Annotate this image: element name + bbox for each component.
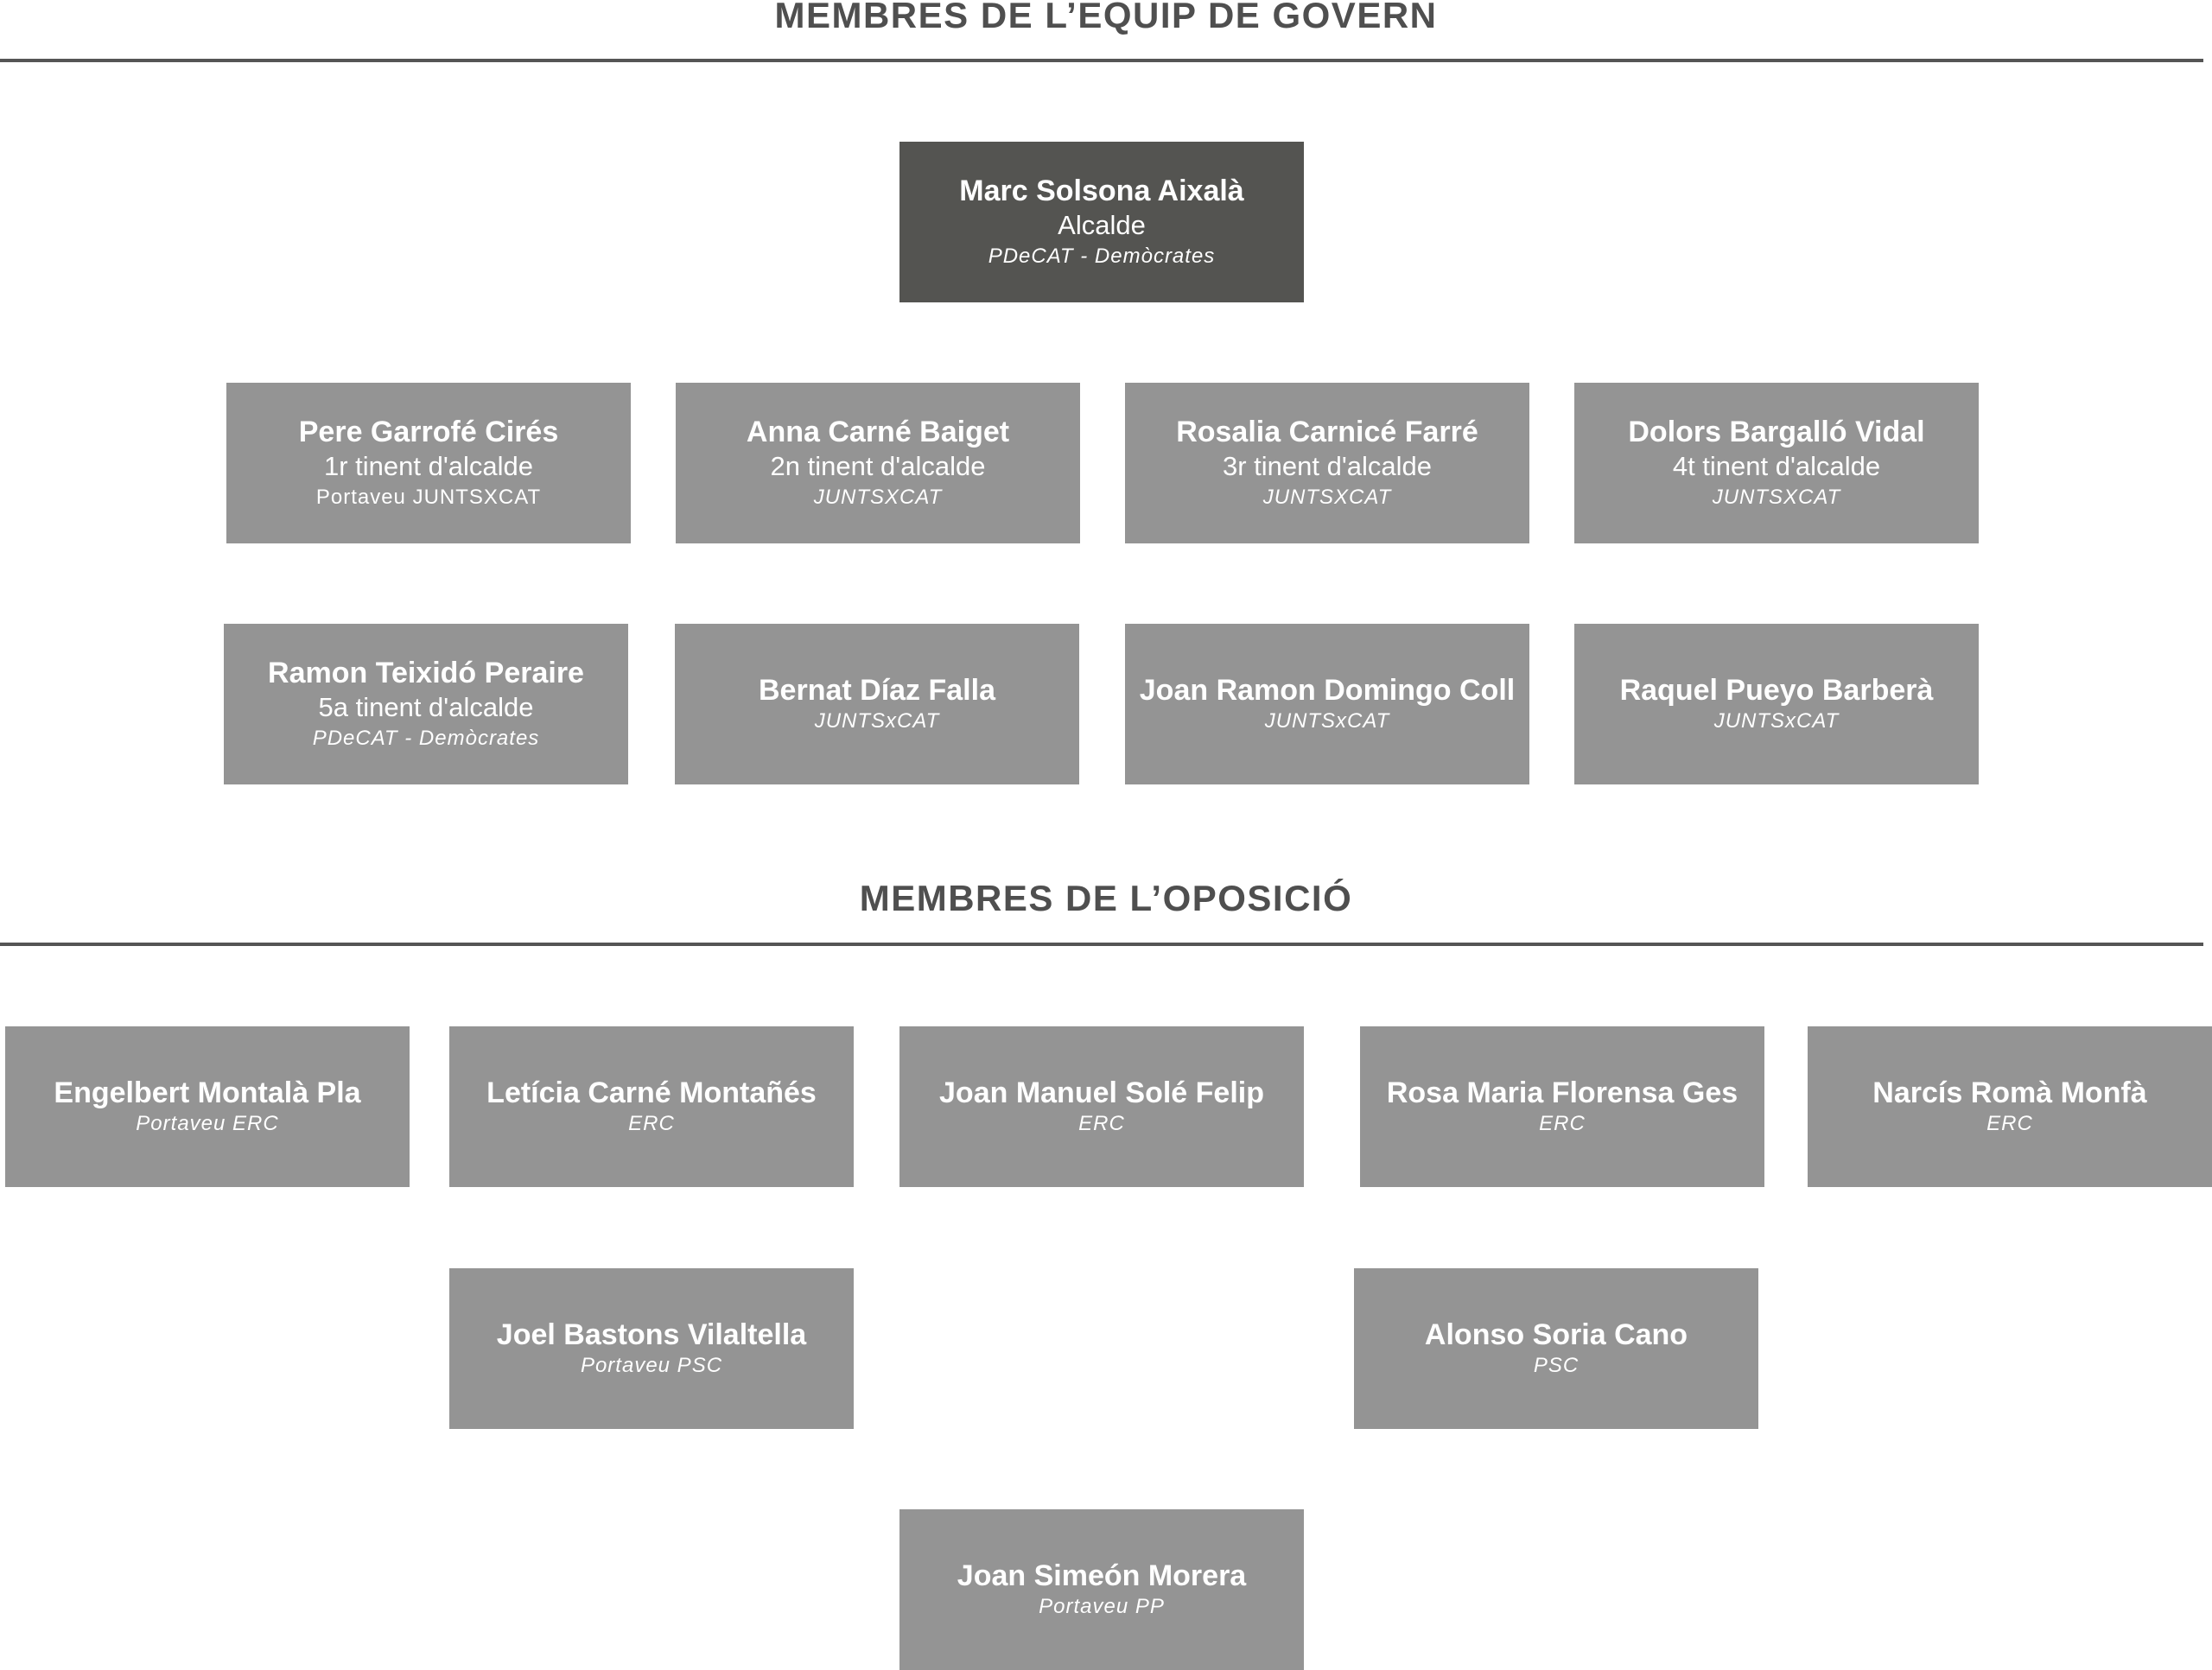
member-role: Alcalde: [1058, 210, 1146, 240]
member-card: Joan Simeón Morera Portaveu PP: [899, 1509, 1304, 1670]
member-name: Dolors Bargalló Vidal: [1628, 416, 1925, 448]
member-card: Letícia Carné Montañés ERC: [449, 1026, 854, 1187]
member-party: Portaveu JUNTSXCAT: [315, 486, 542, 509]
member-role: 5a tinent d'alcalde: [318, 692, 534, 722]
member-name: Rosalia Carnicé Farré: [1176, 416, 1478, 448]
member-name: Letícia Carné Montañés: [486, 1076, 817, 1109]
member-party: ERC: [628, 1112, 675, 1135]
member-card: Dolors Bargalló Vidal 4t tinent d'alcald…: [1574, 383, 1979, 543]
member-name: Alonso Soria Cano: [1424, 1318, 1688, 1351]
member-role: 2n tinent d'alcalde: [770, 451, 986, 481]
member-card: Bernat Díaz Falla JUNTSxCAT: [675, 624, 1079, 784]
member-card-mayor: Marc Solsona Aixalà Alcalde PDeCAT - Dem…: [899, 142, 1304, 302]
member-role: 4t tinent d'alcalde: [1672, 451, 1881, 481]
member-name: Joan Simeón Morera: [957, 1559, 1247, 1592]
member-card: Joel Bastons Vilaltella Portaveu PSC: [449, 1268, 854, 1429]
member-party: PSC: [1533, 1354, 1580, 1377]
member-card: Pere Garrofé Cirés 1r tinent d'alcalde P…: [226, 383, 631, 543]
section-divider-govern: [0, 59, 2203, 62]
member-party: ERC: [1539, 1112, 1586, 1135]
member-party: JUNTSxCAT: [814, 709, 940, 733]
member-role: 3r tinent d'alcalde: [1222, 451, 1433, 481]
member-card: Rosalia Carnicé Farré 3r tinent d'alcald…: [1125, 383, 1529, 543]
member-card: Engelbert Montalà Pla Portaveu ERC: [5, 1026, 410, 1187]
member-name: Joan Manuel Solé Felip: [939, 1076, 1264, 1109]
member-name: Engelbert Montalà Pla: [54, 1076, 361, 1109]
section-title-govern: MEMBRES DE L’EQUIP DE GOVERN: [774, 0, 1438, 35]
member-party: Portaveu PSC: [580, 1354, 723, 1377]
section-title-oposicio: MEMBRES DE L’OPOSICIÓ: [859, 878, 1353, 918]
member-name: Bernat Díaz Falla: [759, 674, 995, 707]
member-name: Rosa Maria Florensa Ges: [1386, 1076, 1738, 1109]
member-card: Raquel Pueyo Barberà JUNTSxCAT: [1574, 624, 1979, 784]
member-party: JUNTSXCAT: [813, 486, 943, 509]
member-card: Joan Ramon Domingo Coll JUNTSxCAT: [1125, 624, 1529, 784]
member-party: ERC: [1986, 1112, 2033, 1135]
member-name: Joan Ramon Domingo Coll: [1139, 674, 1516, 707]
member-name: Marc Solsona Aixalà: [959, 175, 1244, 207]
member-party: JUNTSxCAT: [1264, 709, 1390, 733]
member-card: Rosa Maria Florensa Ges ERC: [1360, 1026, 1764, 1187]
member-party: PDeCAT - Demòcrates: [988, 244, 1216, 268]
member-name: Pere Garrofé Cirés: [298, 416, 559, 448]
member-card: Anna Carné Baiget 2n tinent d'alcalde JU…: [676, 383, 1080, 543]
member-name: Joel Bastons Vilaltella: [496, 1318, 807, 1351]
member-party: JUNTSXCAT: [1262, 486, 1392, 509]
member-name: Narcís Romà Monfà: [1872, 1076, 2147, 1109]
member-party: JUNTSxCAT: [1713, 709, 1840, 733]
member-name: Anna Carné Baiget: [746, 416, 1010, 448]
member-name: Raquel Pueyo Barberà: [1619, 674, 1934, 707]
member-card: Joan Manuel Solé Felip ERC: [899, 1026, 1304, 1187]
member-name: Ramon Teixidó Peraire: [268, 657, 584, 689]
member-party: PDeCAT - Demòcrates: [312, 727, 540, 750]
section-divider-oposicio: [0, 943, 2203, 946]
member-party: JUNTSXCAT: [1712, 486, 1841, 509]
member-card: Narcís Romà Monfà ERC: [1808, 1026, 2212, 1187]
member-role: 1r tinent d'alcalde: [323, 451, 534, 481]
member-card: Ramon Teixidó Peraire 5a tinent d'alcald…: [224, 624, 628, 784]
member-party: ERC: [1078, 1112, 1125, 1135]
member-card: Alonso Soria Cano PSC: [1354, 1268, 1758, 1429]
member-party: Portaveu PP: [1039, 1595, 1165, 1618]
member-party: Portaveu ERC: [136, 1112, 279, 1135]
